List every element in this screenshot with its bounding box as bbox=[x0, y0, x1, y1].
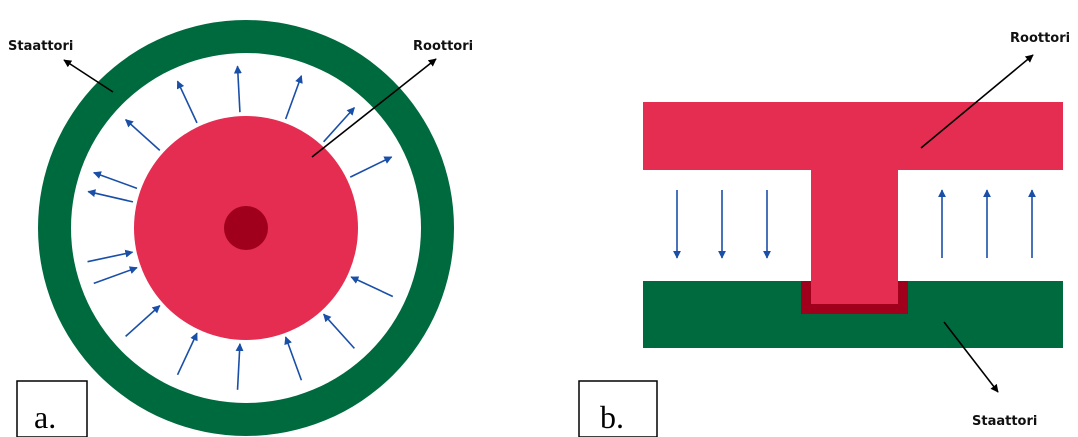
panel-letter-box-a bbox=[16, 380, 88, 437]
flux-arrow-out bbox=[125, 119, 161, 151]
flux-arrows-radial bbox=[87, 65, 394, 390]
flux-arrow-in bbox=[93, 266, 138, 285]
flux-arrow-in bbox=[323, 313, 355, 349]
rotor-label-a: Roottori bbox=[413, 39, 473, 54]
panel-b: Roottori Staattori b. bbox=[578, 31, 1070, 437]
stator-label-b: Staattori bbox=[972, 414, 1037, 429]
flux-arrow-in bbox=[284, 336, 303, 381]
flux-arrow-in bbox=[350, 276, 394, 298]
flux-arrow-out bbox=[284, 75, 303, 120]
flux-arrow-in bbox=[125, 305, 161, 337]
flux-arrow-out bbox=[349, 156, 393, 178]
rotor-pointer-a bbox=[311, 58, 437, 158]
rotor-top-bar bbox=[643, 102, 1063, 170]
rotor-label-b: Roottori bbox=[1010, 31, 1070, 46]
rotor-pointer-b bbox=[920, 54, 1034, 149]
panel-letter-a: a. bbox=[34, 399, 56, 435]
rotor-stem bbox=[811, 168, 898, 304]
flux-arrow-out bbox=[323, 107, 355, 143]
flux-arrow-in bbox=[235, 343, 244, 390]
stator-label-a: Staattori bbox=[8, 39, 73, 54]
panel-a: Staattori Roottori a. bbox=[8, 20, 473, 437]
flux-arrow-out bbox=[93, 171, 138, 190]
panel-letter-box-b bbox=[578, 380, 658, 437]
panel-letter-b: b. bbox=[600, 399, 624, 435]
flux-arrow-in bbox=[87, 249, 134, 263]
stator-pointer-b bbox=[943, 321, 999, 393]
rotor-shaft bbox=[224, 206, 268, 250]
flux-arrow-out bbox=[87, 189, 134, 203]
flux-arrow-out bbox=[233, 65, 242, 113]
flux-arrow-in bbox=[176, 332, 198, 376]
stator-pointer-a bbox=[63, 59, 114, 93]
flux-arrow-out bbox=[176, 80, 198, 124]
flux-arrows-linear bbox=[673, 189, 1036, 259]
